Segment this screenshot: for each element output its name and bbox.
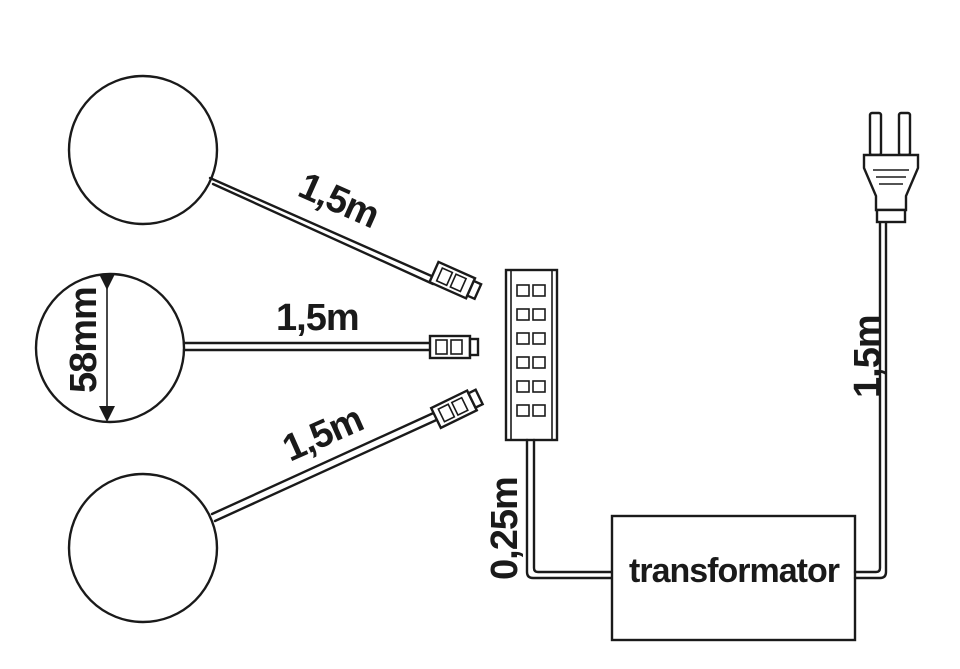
connector-light-3: [429, 385, 486, 430]
transformer-label: transformator: [629, 552, 840, 590]
transformer: transformator: [610, 514, 857, 642]
label-cable-light-3: 1,5m: [277, 398, 370, 470]
cable-light-1-b: [211, 182, 435, 286]
cable-distributor-transformer-b: [532, 438, 614, 574]
label-cable-distributor: 0,25m: [484, 477, 526, 580]
led-disc-1: [67, 74, 219, 226]
distributor-port: [532, 380, 546, 393]
distributor-port: [532, 284, 546, 297]
cable-transformer-plug-a: [853, 220, 888, 580]
distributor-port: [532, 332, 546, 345]
label-cable-light-2: 1,5m: [276, 297, 359, 339]
transformer-box: [610, 514, 857, 642]
power-plug-icon: [862, 111, 920, 224]
led-light-2: 58mm 1,5m: [34, 272, 480, 424]
cable-light-3-a: [210, 408, 442, 516]
distributor-port: [516, 380, 530, 393]
distributor-port: [532, 404, 546, 417]
distributor-port: [516, 332, 530, 345]
label-diameter: 58mm: [63, 287, 105, 393]
distributor-port: [516, 404, 530, 417]
distributor-body: [504, 268, 559, 442]
connector-light-2: [428, 334, 480, 360]
distributor-port: [516, 356, 530, 369]
distributor-port: [516, 284, 530, 297]
led-light-3: 1,5m: [67, 385, 486, 624]
label-cable-plug: 1,5m: [847, 315, 889, 398]
led-disc-2: [34, 272, 186, 424]
led-disc-3: [67, 472, 219, 624]
distributor-block: [504, 268, 559, 442]
cable-distributor-transformer-a: [525, 438, 614, 580]
distributor-port: [532, 356, 546, 369]
connector-light-1: [428, 260, 484, 303]
distributor-ports: [516, 284, 546, 417]
cable-light-3-b: [213, 415, 445, 523]
distributor-port: [532, 308, 546, 321]
distributor-port: [516, 308, 530, 321]
cable-transformer-plug-b: [853, 220, 882, 574]
led-light-1: 1,5m: [67, 74, 484, 303]
cable-light-1-a: [208, 176, 438, 280]
